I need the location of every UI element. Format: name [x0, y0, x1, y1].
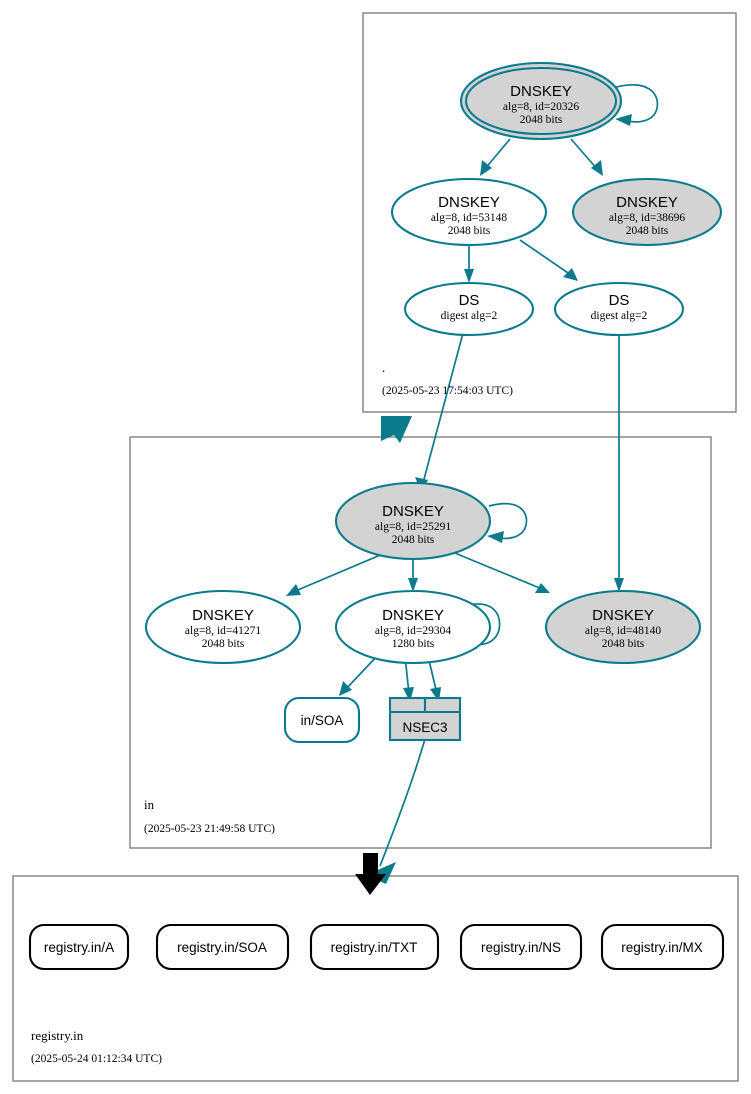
- edge-root-ksk-to-53148: [480, 138, 511, 176]
- edge-29304-to-in-soa: [339, 654, 379, 696]
- node-shape: [553, 281, 685, 337]
- node-shape: [600, 923, 725, 971]
- node-label-keyinfo: alg=8, id=25291: [375, 521, 451, 533]
- node-label-keyinfo: alg=8, id=29304: [375, 625, 451, 637]
- node-label-title: DNSKEY: [382, 607, 444, 624]
- node-label-rrset: registry.in/NS: [481, 940, 561, 955]
- node-rrset-in-soa[interactable]: in/SOA: [283, 696, 361, 744]
- edge-53148-to-ds-left: [464, 243, 474, 283]
- zone-box-registry-in: [12, 875, 739, 1082]
- node-label-keysize: 2048 bits: [392, 534, 435, 546]
- node-rrset-registry-in-a[interactable]: registry.in/A: [28, 923, 130, 971]
- node-dnskey-41271[interactable]: DNSKEY alg=8, id=41271 2048 bits: [144, 589, 302, 665]
- node-label-keyinfo: alg=8, id=41271: [185, 625, 261, 637]
- node-shape: [334, 589, 492, 665]
- node-label-nsec3: NSEC3: [402, 720, 447, 735]
- node-ds-right[interactable]: DS digest alg=2: [553, 281, 685, 337]
- node-label-keysize: 2048 bits: [202, 638, 245, 650]
- node-label-keysize: 2048 bits: [448, 225, 491, 237]
- node-shape: [403, 281, 535, 337]
- node-label-rrset: registry.in/A: [44, 940, 114, 955]
- node-label-keysize: 2048 bits: [520, 114, 563, 126]
- node-dnskey-53148[interactable]: DNSKEY alg=8, id=53148 2048 bits: [390, 177, 548, 247]
- node-dnskey-48140[interactable]: DNSKEY alg=8, id=48140 2048 bits: [544, 589, 702, 665]
- node-label-title: DNSKEY: [438, 194, 500, 211]
- node-dnskey-29304[interactable]: DNSKEY alg=8, id=29304 1280 bits: [334, 589, 492, 665]
- node-label-digest: digest alg=2: [441, 310, 498, 322]
- node-dnskey-25291[interactable]: DNSKEY alg=8, id=25291 2048 bits: [334, 481, 492, 561]
- node-ds-left[interactable]: DS digest alg=2: [403, 281, 535, 337]
- node-shape: [309, 923, 440, 971]
- node-label-keysize: 2048 bits: [602, 638, 645, 650]
- node-label-title: DNSKEY: [592, 607, 654, 624]
- node-shape-inner: [464, 66, 618, 136]
- node-label-keyinfo: alg=8, id=20326: [503, 101, 579, 113]
- node-label-rrset: registry.in/SOA: [177, 940, 267, 955]
- node-label-keyinfo: alg=8, id=38696: [609, 212, 685, 224]
- edge-in-ksk-to-48140: [449, 550, 550, 593]
- node-label-title: DNSKEY: [616, 194, 678, 211]
- node-rrset-registry-in-ns[interactable]: registry.in/NS: [459, 923, 583, 971]
- node-rrset-registry-in-mx[interactable]: registry.in/MX: [600, 923, 725, 971]
- edge-self-sign-root-ksk: [612, 84, 659, 126]
- node-label-keysize: 1280 bits: [392, 638, 435, 650]
- edge-in-ksk-to-41271: [286, 552, 386, 596]
- node-shape: [390, 177, 548, 247]
- node-shape: [144, 589, 302, 665]
- node-shape: [544, 589, 702, 665]
- zone-label-registry-in-name: registry.in: [31, 1028, 84, 1043]
- node-label-digest: digest alg=2: [591, 310, 648, 322]
- zone-label-in-timestamp: (2025-05-23 21:49:58 UTC): [144, 823, 275, 835]
- edge-self-sign-in-ksk: [487, 502, 528, 543]
- edge-53148-to-ds-right: [519, 239, 578, 281]
- node-label-title: DNSKEY: [192, 607, 254, 624]
- node-label-rrset: registry.in/TXT: [331, 940, 418, 955]
- node-shape: [283, 696, 361, 744]
- edge-layer: [286, 84, 659, 895]
- node-label-keyinfo: alg=8, id=53148: [431, 212, 507, 224]
- node-nsec3[interactable]: NSEC3: [388, 696, 462, 742]
- edge-ds-right-to-in-48140: [614, 333, 624, 592]
- node-rrset-registry-in-soa[interactable]: registry.in/SOA: [155, 923, 290, 971]
- node-label-title: DNSKEY: [510, 83, 572, 100]
- zone-label-root-timestamp: (2025-05-23 17:54:03 UTC): [382, 385, 513, 397]
- node-label-title: DS: [459, 292, 480, 309]
- zone-label-root-name: .: [382, 360, 385, 375]
- node-shape: [571, 177, 723, 247]
- delegation-arrow-in-to-registry: [355, 853, 386, 895]
- node-shape: [459, 923, 583, 971]
- node-label-rrset: in/SOA: [301, 713, 344, 728]
- node-label-rrset: registry.in/MX: [621, 940, 703, 955]
- node-label-title: DS: [609, 292, 630, 309]
- node-shape: [155, 923, 290, 971]
- node-dnskey-20326[interactable]: DNSKEY alg=8, id=20326 2048 bits: [459, 61, 623, 141]
- delegation-arrow-root-to-in: [381, 416, 412, 443]
- zone-box-root: [362, 12, 737, 413]
- node-dnskey-38696[interactable]: DNSKEY alg=8, id=38696 2048 bits: [571, 177, 723, 247]
- zone-box-in: [129, 436, 712, 849]
- node-label-keyinfo: alg=8, id=48140: [585, 625, 661, 637]
- node-label-title: DNSKEY: [382, 503, 444, 520]
- edge-nsec3-to-registry-in: [366, 738, 426, 884]
- node-rrset-registry-in-txt[interactable]: registry.in/TXT: [309, 923, 440, 971]
- node-shape: [28, 923, 130, 971]
- node-shape: [334, 481, 492, 561]
- node-label-keysize: 2048 bits: [626, 225, 669, 237]
- zone-label-in-name: in: [144, 797, 155, 812]
- zone-label-registry-in-timestamp: (2025-05-24 01:12:34 UTC): [31, 1053, 162, 1065]
- edge-root-ksk-to-38696: [570, 138, 603, 176]
